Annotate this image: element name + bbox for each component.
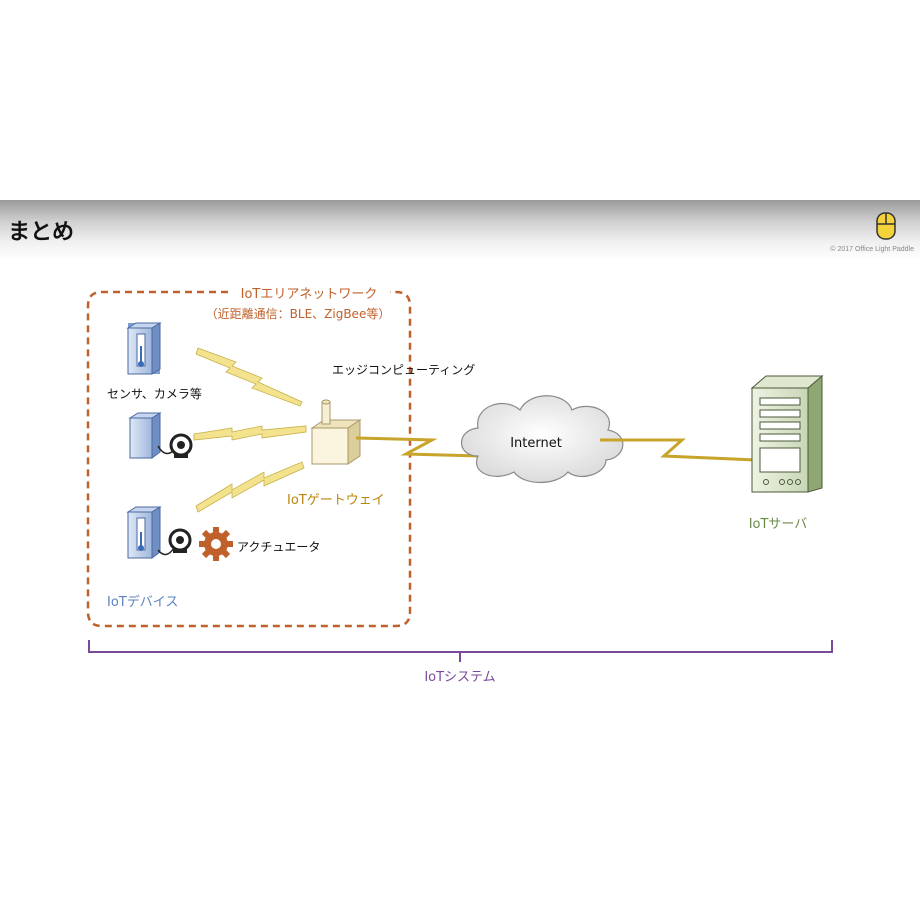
webcam-icon (169, 433, 193, 458)
internet-server-link (600, 438, 757, 462)
gateway-internet-link (355, 436, 481, 458)
edge-computing-label: エッジコンピューティング (332, 363, 475, 377)
iot-diagram: IoTエリアネットワーク （近距離通信：BLE、ZigBee等） センサ、カメラ… (86, 287, 833, 685)
actuator-label: アクチュエータ (237, 540, 320, 554)
internet-label: Internet (510, 436, 562, 451)
area-network-border (86, 290, 412, 628)
mouse-logo-icon (876, 212, 896, 240)
gear-icon (199, 527, 233, 561)
server-label: IoTサーバ (749, 517, 808, 532)
slide-header: まとめ © 2017 Office Light Paddle (0, 200, 920, 260)
system-label: IoTシステム (424, 670, 495, 685)
webcam-icon-2 (168, 528, 192, 553)
area-network-title: IoTエリアネットワーク (241, 287, 378, 302)
camera-device-icon (128, 412, 177, 459)
gateway-label: IoTゲートウェイ (287, 493, 385, 508)
system-bracket (88, 640, 833, 662)
cloud-icon (461, 395, 624, 483)
wireless-signal-icon (193, 347, 307, 513)
actuator-sensor-device-icon (126, 506, 175, 559)
copyright-text: © 2017 Office Light Paddle (830, 246, 914, 253)
area-network-subtitle: （近距離通信：BLE、ZigBee等） (206, 307, 391, 321)
devices-group-label: IoTデバイス (107, 594, 178, 610)
sensor-label: センサ、カメラ等 (107, 387, 202, 401)
gateway-icon (310, 399, 362, 465)
sensor-device-icon (126, 322, 162, 375)
slide-title: まとめ (8, 220, 75, 245)
server-icon (750, 374, 824, 493)
